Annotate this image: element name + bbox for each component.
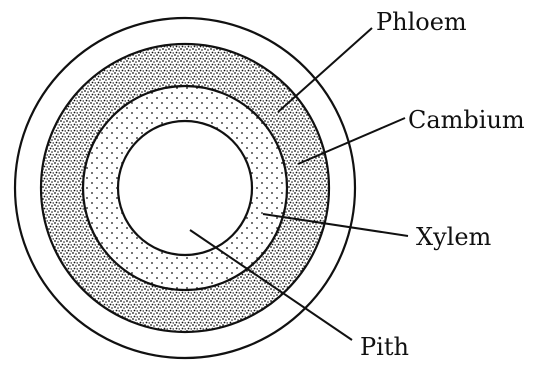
phloem-label: Phloem <box>376 8 467 36</box>
xylem-label: Xylem <box>416 223 492 251</box>
pith-label: Pith <box>360 333 409 361</box>
cambium-label: Cambium <box>408 106 525 134</box>
pith-core <box>118 121 252 255</box>
